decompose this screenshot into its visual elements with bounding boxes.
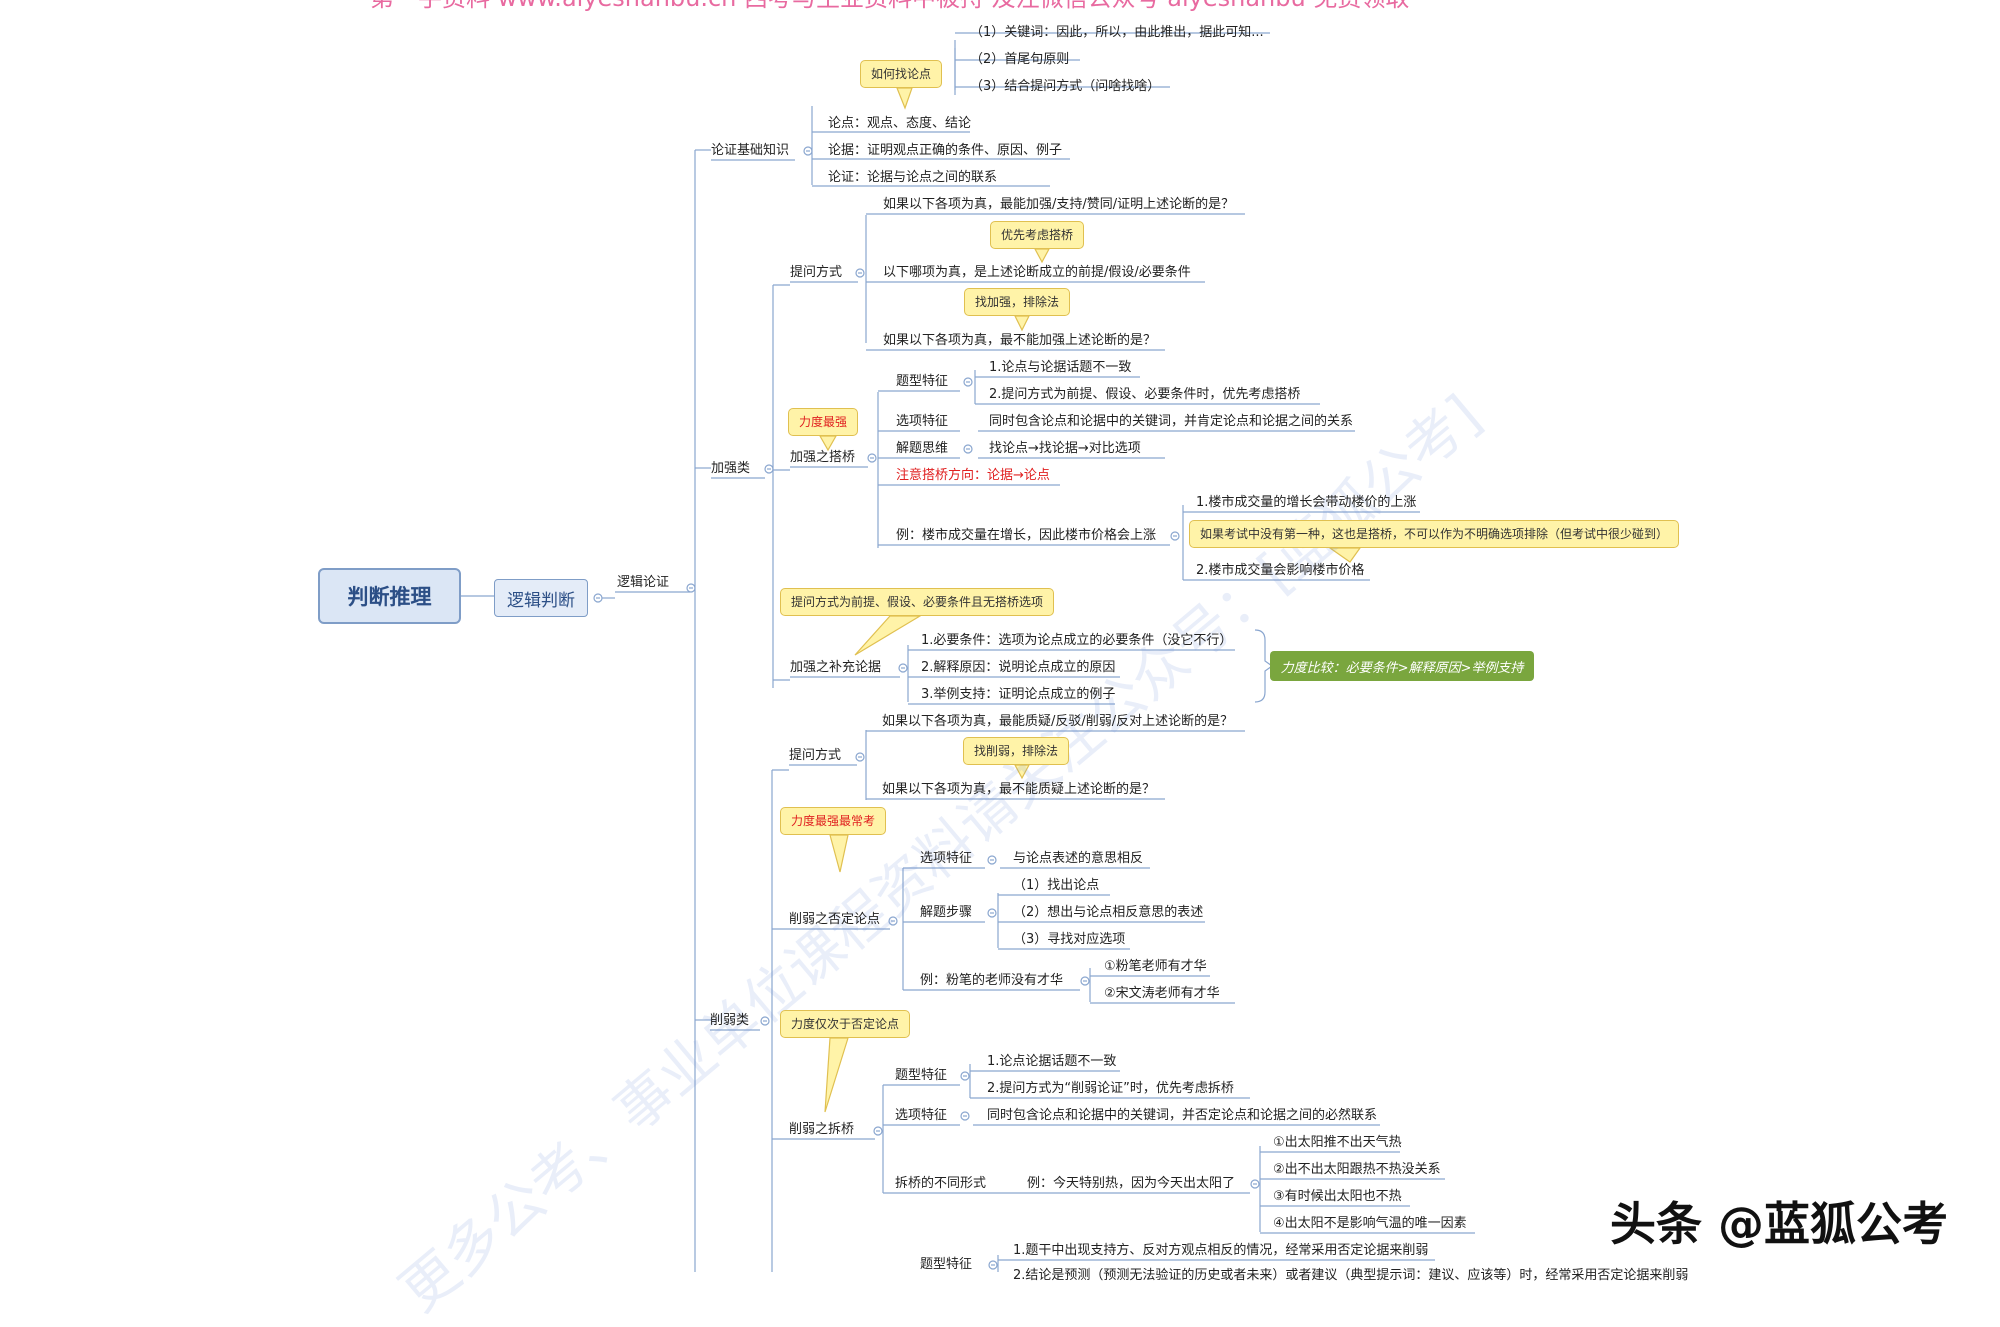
node-t-f-2[interactable]: ②出不出太阳跟热不热没关系: [1273, 1162, 1441, 1177]
node-s-ask-1[interactable]: 如果以下各项为真，最能加强/支持/赞同/证明上述论断的是？: [883, 197, 1235, 212]
node-n-ex-2[interactable]: ②宋文涛老师有才华: [1104, 986, 1220, 1001]
node-t-f-1[interactable]: ①出太阳推不出天气热: [1273, 1135, 1402, 1150]
node-last-2[interactable]: 2.结论是预测（预测无法验证的历史或者未来）或者建议（典型提示词：建议、应该等）…: [1013, 1268, 1689, 1283]
node-t-f-4[interactable]: ④出太阳不是影响气温的唯一因素: [1273, 1216, 1467, 1231]
note-supplement: 提问方式为前提、假设、必要条件且无搭桥选项: [780, 588, 1055, 616]
node-find-2[interactable]: （2）首尾句原则: [970, 52, 1070, 67]
node-find-3[interactable]: （3）结合提问方式（问啥找啥）: [970, 79, 1161, 94]
node-n-step[interactable]: 解题步骤: [920, 905, 973, 920]
note-example: 如果考试中没有第一种，这也是搭桥，不可以作为不明确选项排除（但考试中很少碰到）: [1189, 520, 1680, 548]
node-b-type-2[interactable]: 2.提问方式为前提、假设、必要条件时，优先考虑搭桥: [989, 387, 1301, 402]
node-b-ex-1[interactable]: 1.楼市成交量的增长会带动楼价的上涨: [1196, 495, 1417, 510]
root-node[interactable]: 判断推理: [318, 568, 461, 624]
connector-lines: [461, 32, 1475, 1272]
node-t-type-2[interactable]: 2.提问方式为“削弱论证”时，优先考虑拆桥: [987, 1081, 1234, 1096]
node-s-ask-3[interactable]: 如果以下各项为真，最不能加强上述论断的是？: [883, 333, 1157, 348]
node-neg[interactable]: 削弱之否定论点: [789, 912, 881, 927]
node-w-ask-1[interactable]: 如果以下各项为真，最能质疑/反驳/削弱/反对上述论断的是？: [882, 714, 1234, 729]
node-n-opt[interactable]: 选项特征: [920, 851, 973, 866]
node-b-dir[interactable]: 注意搭桥方向：论据→论点: [896, 468, 1050, 483]
node-s-ask[interactable]: 提问方式: [790, 265, 843, 280]
node-n-step-1[interactable]: （1）找出论点: [1013, 878, 1100, 893]
node-t-opt-1[interactable]: 同时包含论点和论据中的关键词，并否定论点和论据之间的必然联系: [987, 1108, 1378, 1123]
brand-watermark: 头条 @蓝狐公考: [1610, 1197, 1949, 1251]
node-logic-argument[interactable]: 逻辑论证: [617, 575, 670, 590]
note-find-argument: 如何找论点: [860, 60, 943, 88]
node-weaken[interactable]: 削弱类: [710, 1013, 750, 1028]
node-supp-2[interactable]: 2.解释原因：说明论点成立的原因: [921, 660, 1116, 675]
node-w-ask-2[interactable]: 如果以下各项为真，最不能质疑上述论断的是？: [882, 782, 1156, 797]
note-second: 力度仅次于否定论点: [780, 1010, 911, 1038]
node-last-type[interactable]: 题型特征: [920, 1257, 973, 1272]
note-strength-comparison: 力度比较：必要条件>解释原因>举例支持: [1270, 651, 1534, 681]
node-last-1[interactable]: 1.题干中出现支持方、反对方观点相反的情况，经常采用否定论据来削弱: [1013, 1243, 1429, 1258]
node-t-form-ex[interactable]: 例：今天特别热，因为今天出太阳了: [1027, 1176, 1236, 1191]
node-basic-3[interactable]: 论证：论据与论点之间的联系: [828, 170, 998, 185]
node-supp[interactable]: 加强之补充论据: [790, 660, 882, 675]
node-n-step-3[interactable]: （3）寻找对应选项: [1013, 932, 1126, 947]
node-t-type[interactable]: 题型特征: [895, 1068, 948, 1083]
node-s-ask-2[interactable]: 以下哪项为真，是上述论断成立的前提/假设/必要条件: [883, 265, 1191, 280]
node-t-type-1[interactable]: 1.论点论据话题不一致: [987, 1054, 1117, 1069]
node-strengthen[interactable]: 加强类: [711, 461, 751, 476]
note-weaken-exclude: 找削弱，排除法: [963, 737, 1070, 765]
node-b-think-1[interactable]: 找论点→找论据→对比选项: [989, 441, 1141, 456]
node-tear[interactable]: 削弱之拆桥: [789, 1122, 855, 1137]
node-supp-1[interactable]: 1.必要条件：选项为论点成立的必要条件（没它不行）: [921, 633, 1233, 648]
node-find-1[interactable]: （1）关键词：因此，所以，由此推出，据此可知...: [970, 25, 1264, 40]
node-b-type-1[interactable]: 1.论点与论据话题不一致: [989, 360, 1132, 375]
note-strongest: 力度最强: [788, 408, 859, 436]
node-b-ex[interactable]: 例：楼市成交量在增长，因此楼市价格会上涨: [896, 528, 1157, 543]
node-b-opt-1[interactable]: 同时包含论点和论据中的关键词，并肯定论点和论据之间的关系: [989, 414, 1354, 429]
node-n-step-2[interactable]: （2）想出与论点相反意思的表述: [1013, 905, 1204, 920]
node-n-ex[interactable]: 例：粉笔的老师没有才华: [920, 973, 1064, 988]
node-basic-2[interactable]: 论据：证明观点正确的条件、原因、例子: [828, 143, 1063, 158]
note-strengthen-exclude: 找加强，排除法: [964, 288, 1071, 316]
node-b-think[interactable]: 解题思维: [896, 441, 949, 456]
node-b-type[interactable]: 题型特征: [896, 374, 949, 389]
top-cut-text: 第一手资料 www.aiyeshanbu.cn 西考与主业资料中被持 及注微信公…: [370, 0, 1409, 13]
node-logic-judgment[interactable]: 逻辑判断: [494, 579, 588, 617]
node-n-ex-1[interactable]: ①粉笔老师有才华: [1104, 959, 1207, 974]
node-supp-3[interactable]: 3.举例支持：证明论点成立的例子: [921, 687, 1116, 702]
node-t-opt[interactable]: 选项特征: [895, 1108, 948, 1123]
node-bridge[interactable]: 加强之搭桥: [790, 450, 856, 465]
node-basic-1[interactable]: 论点：观点、态度、结论: [828, 116, 972, 131]
node-t-form[interactable]: 拆桥的不同形式: [895, 1176, 987, 1191]
node-t-f-3[interactable]: ③有时候出太阳也不热: [1273, 1189, 1402, 1204]
node-basic[interactable]: 论证基础知识: [711, 143, 790, 158]
note-strongest-common: 力度最强最常考: [780, 807, 887, 835]
node-w-ask[interactable]: 提问方式: [789, 748, 842, 763]
node-n-opt-1[interactable]: 与论点表述的意思相反: [1013, 851, 1144, 866]
note-bridge-first: 优先考虑搭桥: [990, 221, 1085, 249]
node-b-opt[interactable]: 选项特征: [896, 414, 949, 429]
node-b-ex-2[interactable]: 2.楼市成交量会影响楼市价格: [1196, 563, 1365, 578]
